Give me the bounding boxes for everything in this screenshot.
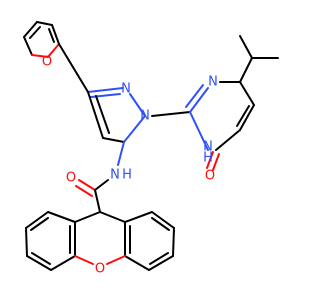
bond (47, 43, 60, 58)
bond (106, 255, 126, 265)
bond (78, 179, 96, 191)
bond (189, 111, 209, 151)
bond (148, 255, 174, 271)
bond (129, 93, 146, 117)
bond (31, 252, 51, 265)
bond (151, 111, 191, 117)
molecule-structure: O N N N N H O N H O O (23, 21, 279, 277)
bond (95, 95, 110, 134)
bond (239, 57, 253, 83)
bond (215, 129, 241, 151)
bond (29, 26, 41, 39)
bond (239, 104, 255, 131)
bond (87, 91, 104, 139)
bond (189, 87, 209, 113)
bond (30, 217, 49, 231)
bond (23, 36, 33, 56)
atom-label-pyrimidine-nh-h: H (203, 151, 213, 166)
bond (51, 24, 60, 45)
atom-label-pyrazole-n1: N (140, 109, 150, 124)
bond (102, 137, 125, 143)
bond (23, 21, 38, 38)
bond (172, 227, 175, 257)
bond (151, 211, 175, 229)
bond (48, 28, 55, 43)
bond (74, 211, 101, 223)
bonds (23, 21, 279, 271)
atom-label-amide-o: O (66, 171, 76, 186)
atom-label-pyrazole-n2: N (121, 82, 131, 97)
bond (74, 255, 94, 265)
bond (149, 252, 169, 265)
bond (31, 54, 49, 58)
bond (87, 87, 124, 93)
bond (123, 115, 146, 143)
bond (236, 105, 250, 127)
bond (212, 153, 220, 171)
bond (99, 211, 126, 223)
atom-label-pyrimidine-n3: N (208, 75, 218, 90)
bond (124, 255, 150, 271)
atom-label-furan-o: O (42, 55, 52, 70)
atom-label-pyrimidinone-o: O (205, 169, 215, 184)
atom-label-xanthene-o: O (95, 262, 105, 277)
bond (58, 43, 89, 93)
atom-label-pyrimidine-n1: N (203, 140, 213, 155)
atom-label-amide-nh-h: H (122, 168, 132, 183)
bond (36, 21, 53, 26)
bond (94, 189, 101, 213)
bond (239, 35, 253, 59)
bond (94, 179, 109, 191)
bond (75, 185, 93, 197)
bond (50, 255, 76, 271)
bond (47, 211, 76, 223)
bond (185, 84, 204, 108)
bond (26, 255, 52, 271)
bond (117, 141, 125, 166)
bond (25, 211, 49, 229)
bond (206, 151, 214, 169)
bond (151, 217, 170, 231)
bond (124, 211, 153, 223)
atom-label-amide-n: N (110, 168, 120, 183)
bond (239, 81, 255, 106)
atom-labels: O N N N N H O N H O O (42, 55, 218, 277)
bond (25, 227, 28, 257)
